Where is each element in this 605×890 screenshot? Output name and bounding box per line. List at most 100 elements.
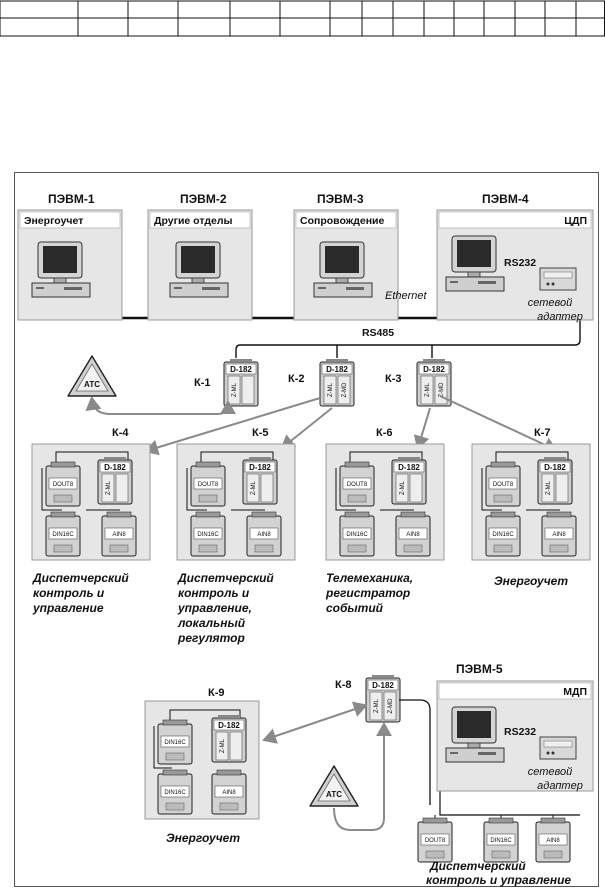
ethernet-label: Ethernet	[385, 290, 428, 302]
module-label: DIN16C	[52, 532, 74, 538]
pc-label-box	[19, 211, 121, 229]
module-header	[393, 461, 425, 473]
disk-slot	[202, 287, 220, 290]
module-sub-label: Z-MD	[439, 382, 445, 398]
module-slot	[369, 691, 383, 721]
atc-inner	[317, 773, 351, 802]
module-sub-label: Z-ML	[220, 738, 226, 753]
cabinet-wire	[41, 468, 62, 511]
module-terminal	[251, 511, 277, 518]
module-terminal	[195, 511, 221, 518]
module-sub-label: Z-ML	[546, 480, 552, 495]
module-sub-label: Z-ML	[374, 698, 380, 713]
module-socket	[109, 544, 129, 553]
module-sub-label: Z-ML	[251, 480, 257, 495]
module-terminal	[544, 457, 566, 460]
k8-pc5-wire	[399, 699, 431, 805]
din16c-module-icon: DIN16C	[190, 511, 226, 557]
pc-label: Сопровождение	[300, 215, 385, 227]
module-terminal	[490, 461, 516, 468]
arrow-k3-k7	[439, 395, 558, 453]
pc-label-box	[149, 211, 251, 229]
computer-icon	[445, 706, 505, 763]
cabinet-wire	[200, 451, 274, 464]
system-unit	[445, 747, 505, 763]
module-slot	[101, 473, 115, 503]
pc-label: Энергоучет	[24, 215, 83, 227]
module-label-box	[486, 833, 516, 846]
module-socket	[165, 802, 185, 811]
module-terminal	[372, 675, 394, 678]
disk-slot	[346, 287, 364, 290]
rs485-line	[235, 318, 581, 358]
module-slot	[215, 731, 229, 761]
module-header	[418, 363, 450, 375]
module-terminal	[344, 511, 370, 518]
monitor-screen	[325, 246, 359, 273]
module-label: D-182	[218, 721, 240, 730]
disk-slot	[478, 281, 496, 284]
rs485-label: RS485	[362, 327, 394, 339]
module-socket	[425, 850, 445, 859]
cabinet-wire	[481, 468, 502, 511]
system-unit	[31, 282, 91, 298]
disk-slot	[64, 287, 82, 290]
caption-line: локальный	[177, 616, 246, 630]
module-label: D-182	[423, 365, 445, 374]
caption-line: Энергоучет	[166, 831, 240, 845]
caption-line: контроль и	[178, 586, 250, 600]
module-label: DIN16C	[164, 740, 186, 746]
adapter-led	[551, 751, 555, 755]
module-slot	[337, 375, 351, 405]
dout8-module-icon: DOUT8	[485, 461, 521, 507]
module-terminal	[249, 457, 271, 460]
module-terminal	[490, 511, 516, 518]
rs232-label: RS232	[504, 726, 536, 738]
controller-label: К-3	[385, 373, 402, 385]
module-socket	[347, 494, 367, 503]
caption-line: Энергоучет	[494, 574, 568, 588]
module-terminal	[488, 817, 514, 824]
module-sub-label: Z-ML	[425, 382, 431, 397]
module-terminal	[50, 511, 76, 518]
monitor-stand	[467, 742, 481, 749]
pc-label: МДП	[563, 686, 587, 698]
module-label: AIN8	[546, 838, 560, 844]
module-header	[321, 363, 353, 375]
module-terminal	[344, 461, 370, 468]
dout8-module-icon: DOUT8	[339, 461, 375, 507]
module-slot	[229, 731, 243, 761]
computer-icon	[31, 241, 91, 298]
din16c-module-icon: DIN16C	[483, 817, 519, 863]
monitor-screen	[457, 711, 491, 738]
module-label: AIN8	[257, 532, 271, 538]
module-terminal	[546, 511, 572, 518]
monitor-stand	[335, 277, 349, 284]
module-terminal	[398, 457, 420, 460]
module-terminal	[423, 359, 445, 362]
caption-line: регулятор	[177, 631, 245, 645]
module-label: DIN16C	[492, 532, 514, 538]
module-header	[244, 461, 276, 473]
module-label: D-182	[104, 463, 126, 472]
module-terminal	[230, 359, 252, 362]
module-sub-label: Z-MD	[388, 698, 394, 714]
module-terminal	[400, 511, 426, 518]
module-header	[99, 461, 131, 473]
module-terminal	[162, 769, 188, 776]
led	[174, 287, 182, 289]
module-terminal	[218, 715, 240, 718]
caption-line: регистратор	[325, 586, 410, 600]
pc-title: ПЭВМ-5	[456, 662, 503, 676]
caption-line: Диспетчерский	[177, 571, 274, 585]
module-slot	[260, 473, 274, 503]
module-terminal	[50, 461, 76, 468]
module-label: DIN16C	[490, 838, 512, 844]
adapter-label: адаптер	[537, 311, 583, 323]
atc-inner	[75, 363, 109, 392]
